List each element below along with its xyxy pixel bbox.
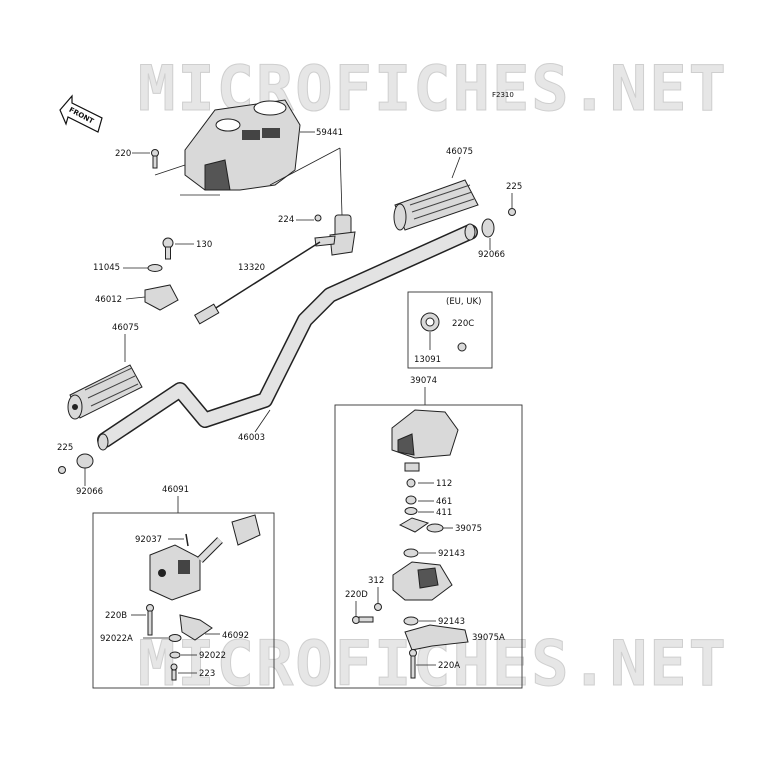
label-220B: 220B: [105, 611, 127, 621]
bolt-220D-part: [352, 616, 374, 624]
washer-11045-part: [147, 264, 163, 272]
label-92066-left: 92066: [76, 487, 103, 497]
label-112: 112: [436, 479, 452, 489]
bushing-92143-top-part: [403, 548, 419, 558]
bolt-220A-part: [409, 649, 417, 679]
pin-part: [404, 462, 420, 472]
label-220-top: 220: [115, 149, 131, 159]
screw-112-part: [406, 478, 416, 488]
choke-lever-46092-part: [179, 614, 213, 641]
label-461: 461: [436, 497, 452, 507]
label-312: 312: [368, 576, 384, 586]
screw-225-left-part: [58, 466, 66, 474]
handlebar-46003-part: [97, 223, 478, 451]
label-225-left: 225: [57, 443, 73, 453]
label-220D: 220D: [345, 590, 368, 600]
label-13091: 13091: [414, 355, 441, 365]
spring-39075-part: [398, 517, 430, 533]
label-46075-right: 46075: [446, 147, 473, 157]
end-cap-92066-left-part: [76, 453, 94, 469]
label-220A: 220A: [438, 661, 460, 671]
figure-code: F2310: [492, 91, 514, 99]
label-92066-right: 92066: [478, 250, 505, 260]
washer-92022A-part: [168, 634, 182, 642]
washer-92022-part: [169, 651, 181, 659]
wire-clip-part: [185, 533, 189, 547]
lever-cover-39074-part: [391, 409, 459, 459]
clamp-46012-part: [144, 284, 179, 311]
front-arrow-icon: FRONT: [59, 94, 103, 133]
top-cover-part: [184, 99, 301, 191]
label-13320: 13320: [238, 263, 265, 273]
screw-225-right-part: [508, 208, 516, 216]
cable-end-part: [194, 303, 220, 325]
label-46091: 46091: [162, 485, 189, 495]
bolt-130-part: [162, 237, 174, 260]
screw-220C-part: [457, 342, 467, 352]
label-92022: 92022: [199, 651, 226, 661]
label-46012: 46012: [95, 295, 122, 305]
bushing-92143-bottom-part: [403, 616, 419, 626]
switch-box: [92, 512, 275, 689]
label-130: 130: [196, 240, 212, 250]
connector-part: [197, 514, 261, 563]
label-46092: 46092: [222, 631, 249, 641]
throttle-lever-part: [314, 214, 356, 256]
bolt-220B-part: [146, 604, 154, 636]
right-grip-part: [393, 179, 479, 231]
label-92143-bottom: 92143: [438, 617, 465, 627]
label-411: 411: [436, 508, 452, 518]
label-46003: 46003: [238, 433, 265, 443]
label-220C: 220C: [452, 319, 474, 329]
label-225-right: 225: [506, 182, 522, 192]
nut-461-part: [405, 495, 417, 505]
label-92143-top: 92143: [438, 549, 465, 559]
label-39075A: 39075A: [472, 633, 505, 643]
label-92037: 92037: [135, 535, 162, 545]
label-11045: 11045: [93, 263, 120, 273]
end-cap-92066-right-part: [481, 218, 495, 238]
label-39075: 39075: [455, 524, 482, 534]
switch-housing-part: [149, 544, 201, 601]
screw-220-part: [151, 149, 159, 169]
label-59441: 59441: [316, 128, 343, 138]
label-224: 224: [278, 215, 294, 225]
label-223: 223: [199, 669, 215, 679]
brake-lever-box: [334, 404, 523, 689]
region-label: (EU, UK): [446, 297, 481, 307]
lever-holder-part: [392, 561, 453, 601]
washer-411-part: [404, 507, 418, 515]
eu-uk-box: [407, 291, 493, 369]
label-39074: 39074: [410, 376, 437, 386]
screw-312-part: [374, 603, 382, 611]
label-92022A: 92022A: [100, 634, 133, 644]
screw-223-part: [170, 663, 178, 681]
clamp-13091-part: [420, 312, 440, 332]
label-46075-left: 46075: [112, 323, 139, 333]
left-grip-part: [67, 364, 143, 420]
